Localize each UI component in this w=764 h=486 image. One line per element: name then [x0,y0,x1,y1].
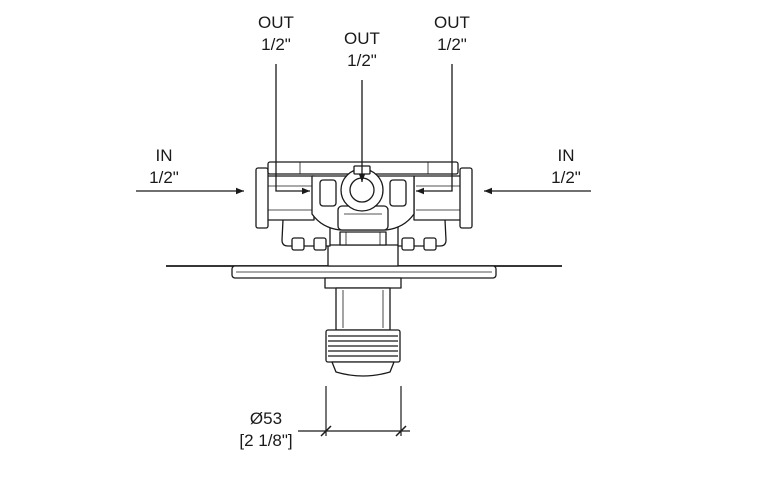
neck [324,277,402,289]
out-left-label-line2: 1/2" [261,35,291,54]
nipple-tip [331,361,395,377]
dimension-label: Ø53 [2 1/8"] [226,408,306,452]
diameter-dimension [298,386,410,437]
out-right-label: OUT 1/2" [426,12,478,56]
out-center-label-line1: OUT [344,29,380,48]
dimension-label-imperial: [2 1/8"] [239,431,293,450]
out-center-label-line2: 1/2" [347,51,377,70]
out-left-label-line1: OUT [258,13,294,32]
shank [335,287,391,331]
out-right-label-line1: OUT [434,13,470,32]
in-right-label-line1: IN [557,146,575,165]
dimension-label-metric: Ø53 [249,409,283,428]
in-left-label: IN 1/2" [138,145,190,189]
left-inlet-pipe [261,175,315,221]
out-right-leader [416,64,453,195]
in-right-label: IN 1/2" [540,145,592,189]
thread [325,329,401,363]
out-left-label: OUT 1/2" [250,12,302,56]
out-center-label: OUT 1/2" [336,28,388,72]
out-left-leader [275,64,310,195]
in-left-label-line2: 1/2" [149,168,179,187]
right-inlet-pipe [413,175,467,221]
out-right-label-line2: 1/2" [437,35,467,54]
in-right-label-line2: 1/2" [551,168,581,187]
in-left-label-line1: IN [155,146,173,165]
